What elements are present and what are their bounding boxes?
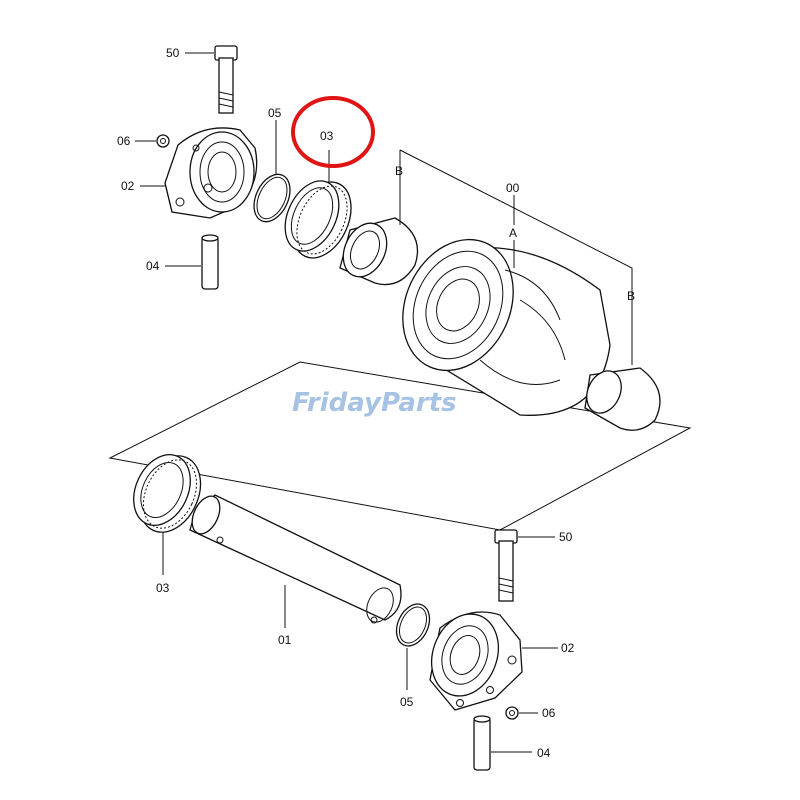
- callout-05-top: 05: [268, 106, 282, 120]
- oring-top: [253, 173, 291, 223]
- roller-bracket-line: [399, 149, 633, 305]
- seal-bottom: [133, 454, 202, 533]
- track-roller: [402, 238, 611, 416]
- callout-b-left: B: [395, 164, 403, 178]
- seal-top: [284, 180, 352, 259]
- bracket-bottom: [429, 611, 523, 711]
- callout-03-top: 03: [320, 129, 334, 143]
- nut-top: [156, 134, 170, 148]
- assembly-frame: [108, 361, 692, 531]
- oring-bottom: [395, 603, 431, 647]
- pin-top: [201, 234, 219, 290]
- bolt-bottom: [494, 529, 518, 602]
- bolt-top: [214, 45, 238, 114]
- bushing-top: [339, 217, 419, 286]
- watermark-logo: FridayParts: [292, 388, 457, 418]
- callout-01: 01: [278, 633, 292, 647]
- bushing-right: [584, 367, 661, 431]
- callout-06-bottom: 06: [542, 706, 556, 720]
- pin-bottom: [473, 715, 491, 771]
- callout-02-bottom: 02: [561, 641, 575, 655]
- callout-04-top: 04: [146, 259, 160, 273]
- callout-50-bottom: 50: [559, 530, 573, 544]
- callout-06-top: 06: [117, 134, 131, 148]
- callout-00: 00: [506, 181, 520, 195]
- bracket-top: [164, 127, 258, 219]
- callout-50-top: 50: [166, 46, 180, 60]
- callout-02-top: 02: [121, 179, 135, 193]
- highlight-circle: [291, 96, 375, 168]
- callout-b-right: B: [627, 289, 635, 303]
- callout-04-bottom: 04: [537, 746, 551, 760]
- callout-03-bottom: 03: [156, 581, 170, 595]
- callout-05-bottom: 05: [400, 695, 414, 709]
- shaft: [189, 494, 402, 624]
- nut-bottom: [505, 706, 519, 720]
- callout-a: A: [509, 226, 517, 240]
